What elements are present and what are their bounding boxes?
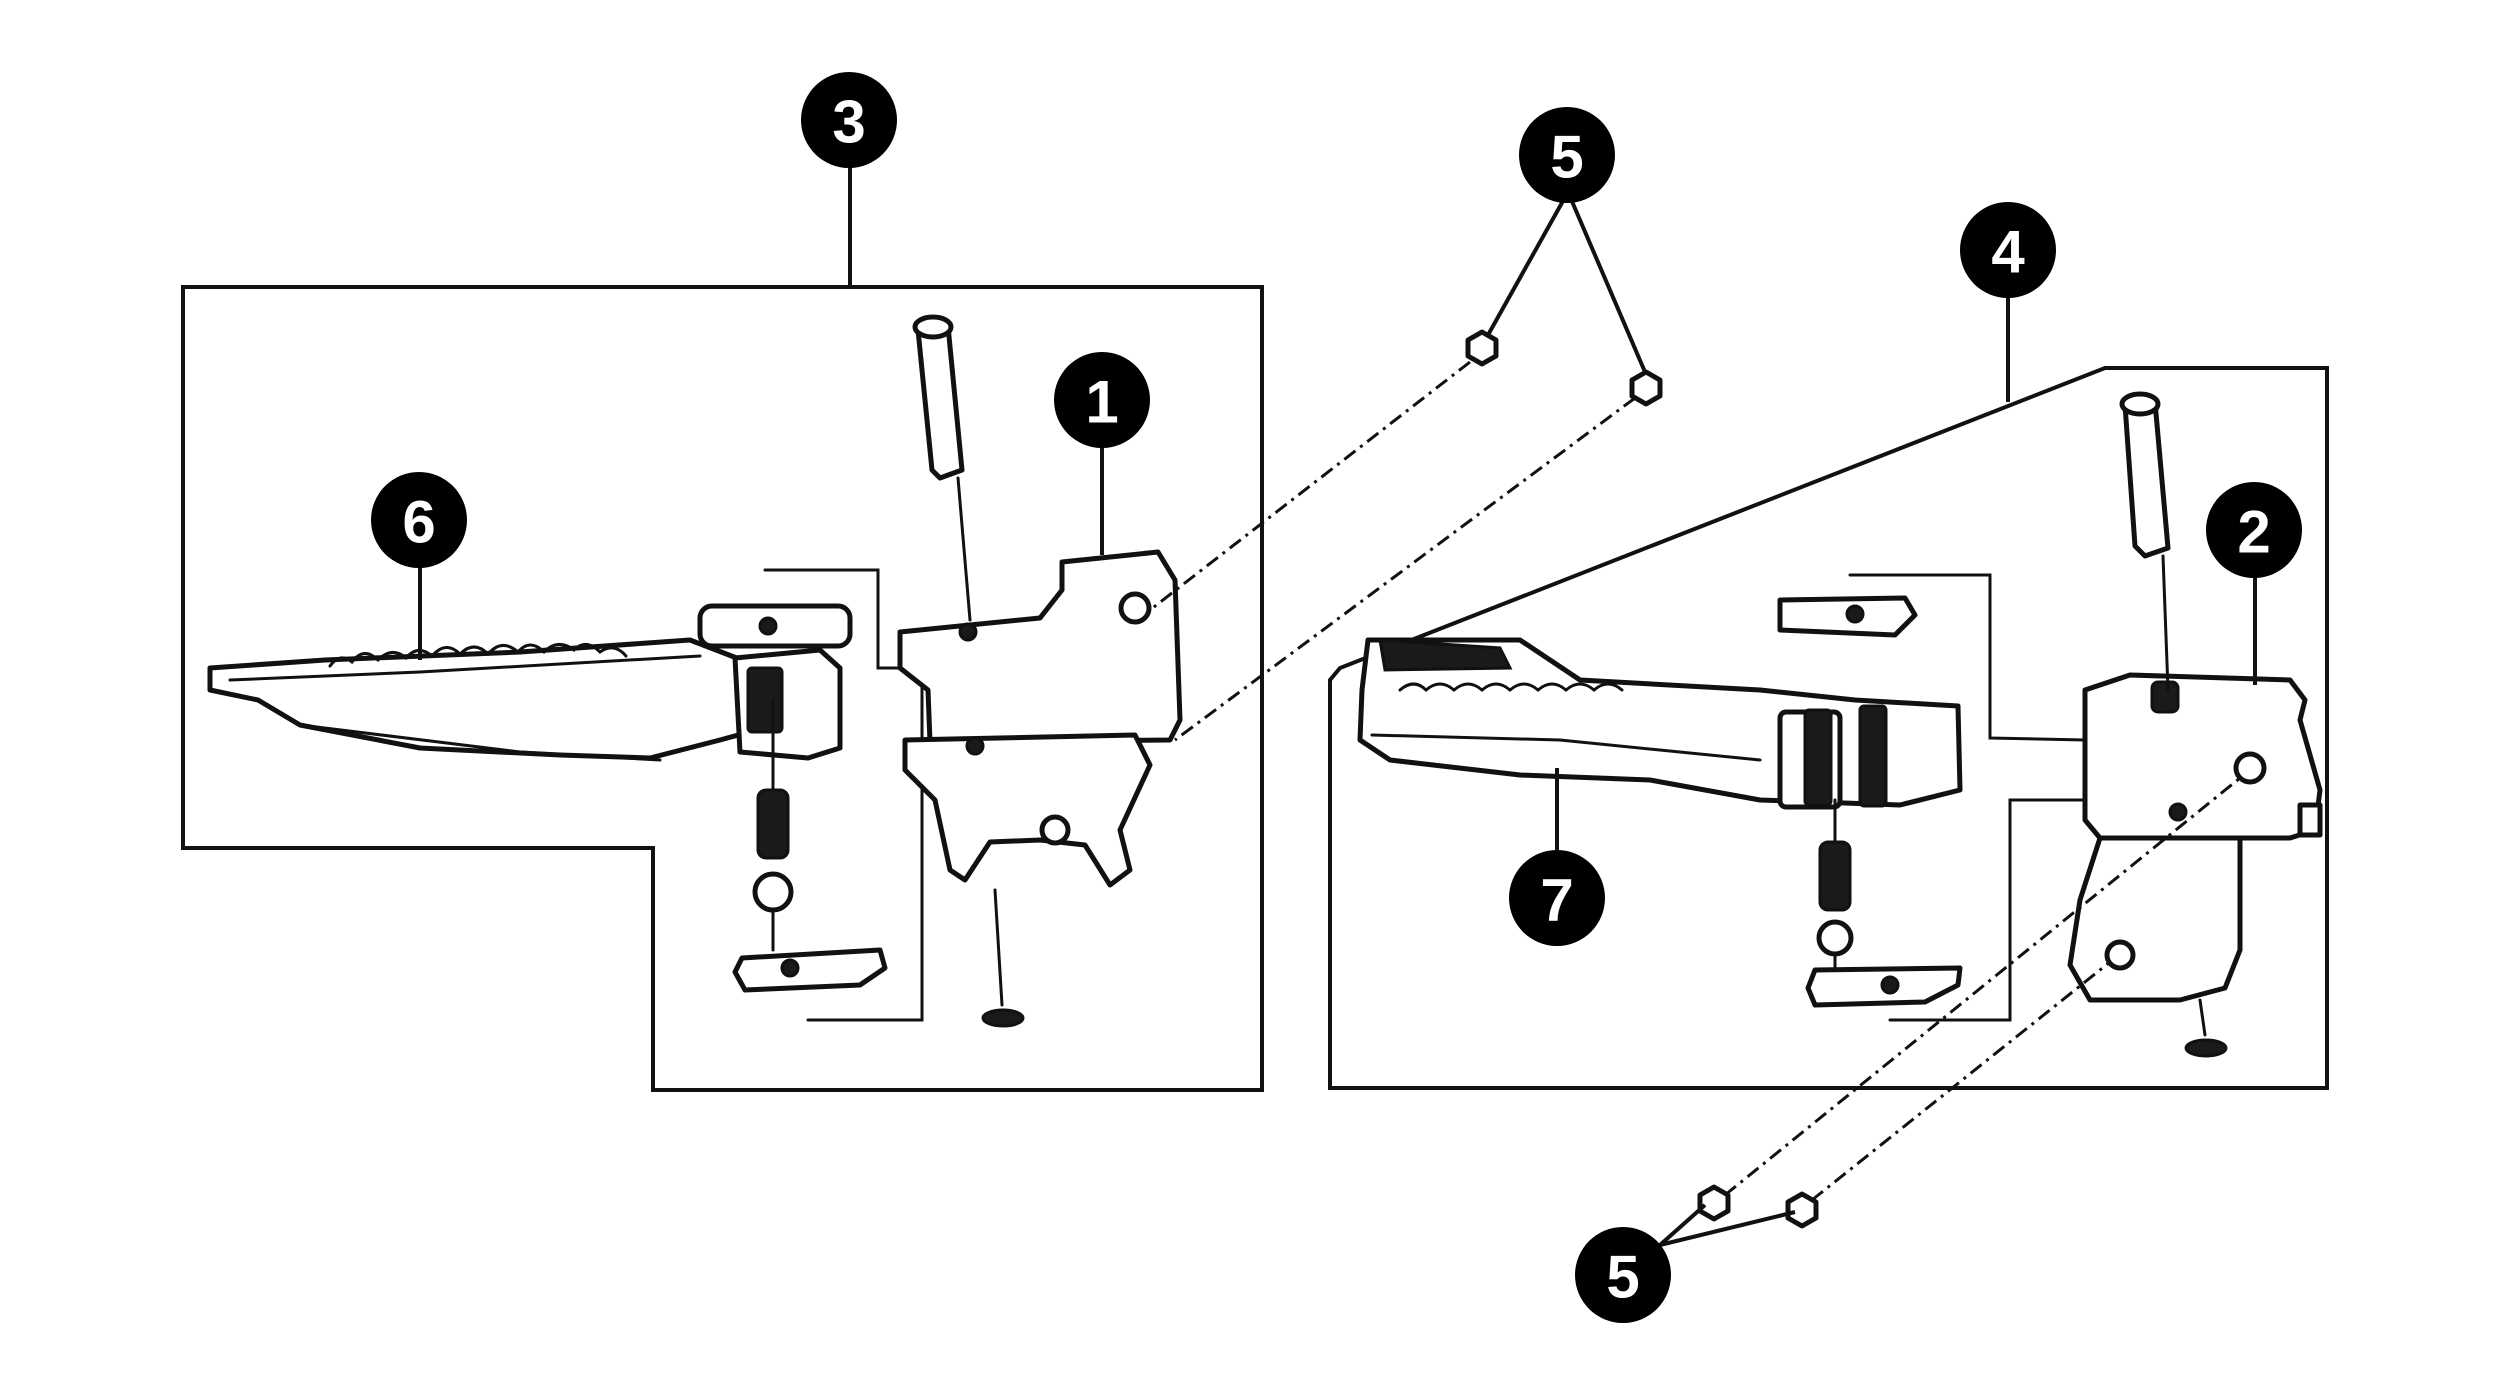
- left-bolt-head: [981, 1008, 1025, 1028]
- callout-2-label: 2: [2237, 499, 2270, 566]
- callout-7-label: 7: [1540, 867, 1573, 934]
- callout-6: 6: [371, 472, 467, 568]
- right-assembly-frame: [1328, 366, 2329, 1090]
- callout-5-bottom: 5: [1575, 1227, 1671, 1323]
- right-pin: [2119, 391, 2171, 692]
- right-footrest: [1357, 637, 1963, 810]
- nuts-bottom: [1697, 776, 2241, 1229]
- callout-2: 2: [2206, 482, 2302, 578]
- left-spring: [752, 698, 794, 952]
- nut-bottom-left: [1697, 1184, 1731, 1222]
- callout-4: 4: [1960, 202, 2056, 298]
- right-bolt-shaft: [2198, 998, 2207, 1037]
- callout-6-label: 6: [402, 489, 435, 556]
- right-assembly: [1328, 366, 2329, 1090]
- left-lower-plate: [732, 947, 888, 993]
- callout-3: 3: [801, 72, 897, 168]
- nut-bottom-right: [1785, 1191, 1819, 1229]
- left-assembly: [181, 285, 1264, 1092]
- left-bracket: [897, 549, 1183, 888]
- callout-5-bottom-label: 5: [1606, 1244, 1639, 1311]
- left-assembly-frame: [181, 285, 1264, 1092]
- left-bolt-shaft: [993, 888, 1004, 1007]
- left-footrest: [207, 603, 853, 762]
- left-pin: [912, 314, 972, 622]
- right-bracket: [2067, 672, 2323, 1003]
- callout-5-top-label: 5: [1550, 124, 1583, 191]
- right-bolt-head: [2184, 1038, 2228, 1058]
- callout-3-label: 3: [832, 89, 865, 156]
- leader-lines: [418, 158, 2257, 1247]
- callout-7: 7: [1509, 850, 1605, 946]
- callout-1: 1: [1054, 352, 1150, 448]
- nut-top-left: [1465, 329, 1499, 367]
- nuts-top: [1149, 329, 1663, 742]
- nut-top-right: [1629, 369, 1663, 407]
- right-bracket-outline: [1848, 573, 2087, 742]
- right-spring: [1816, 798, 1854, 972]
- callout-1-label: 1: [1085, 369, 1118, 436]
- callout-4-label: 4: [1991, 219, 2025, 286]
- callout-5-top: 5: [1519, 107, 1615, 203]
